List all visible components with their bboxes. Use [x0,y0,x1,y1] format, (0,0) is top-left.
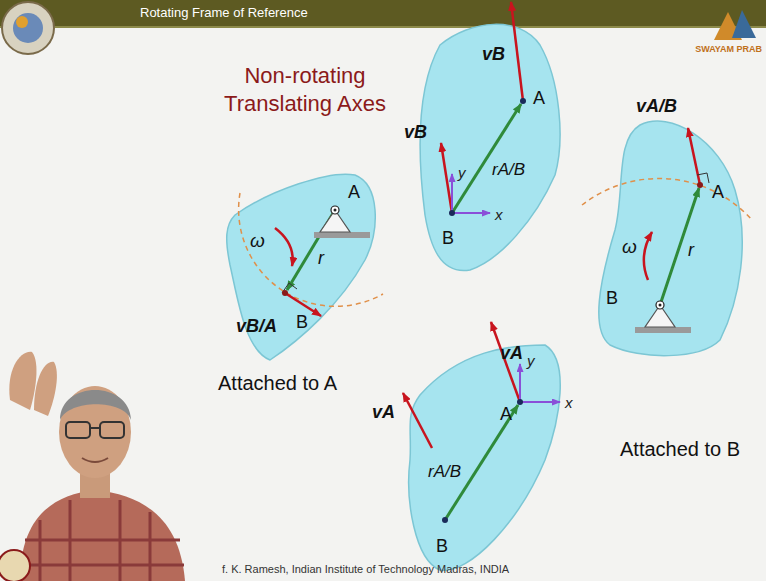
rigid-body [227,174,376,360]
slide-heading: Non-rotating Translating Axes [205,62,405,118]
angular-velocity: ω [622,236,637,258]
radius-label: r [318,248,324,269]
rigid-body [420,24,560,270]
rigid-body [599,121,742,356]
logo-text: SWAYAM PRAB [695,44,762,54]
header-bar [0,0,766,28]
emblem [0,550,30,581]
header-text: Rotating Frame of Reference [140,6,308,21]
point-label: A [348,182,360,203]
axis-label: y [458,164,466,181]
point-label: B [296,312,308,333]
point-label: B [606,288,618,309]
axis-label: y [527,352,535,369]
point-label: A [712,182,724,203]
point-label: A [533,88,545,109]
point-label: A [500,404,512,425]
position-label: rA/B [428,462,461,482]
vector-label: vA/B [636,96,677,117]
axis-label: x [495,206,503,223]
logo [2,2,54,54]
point-label: B [442,228,454,249]
rigid-body [409,345,560,570]
caption-text: Attached to A [218,372,337,395]
vector-label: vA [500,343,523,364]
vector-label: vB [482,44,505,65]
point-label: B [436,536,448,557]
footer-credit: f. K. Ramesh, Indian Institute of Techno… [222,563,509,576]
radius-label: r [688,240,694,261]
vector-label: vB [404,122,427,143]
vector-label: vB/A [236,316,277,337]
angular-velocity: ω [250,230,265,252]
vector-label: vA [372,402,395,423]
presenter [9,352,185,581]
caption-text: Attached to B [620,438,740,461]
axis-label: x [565,394,573,411]
position-label: rA/B [492,160,525,180]
